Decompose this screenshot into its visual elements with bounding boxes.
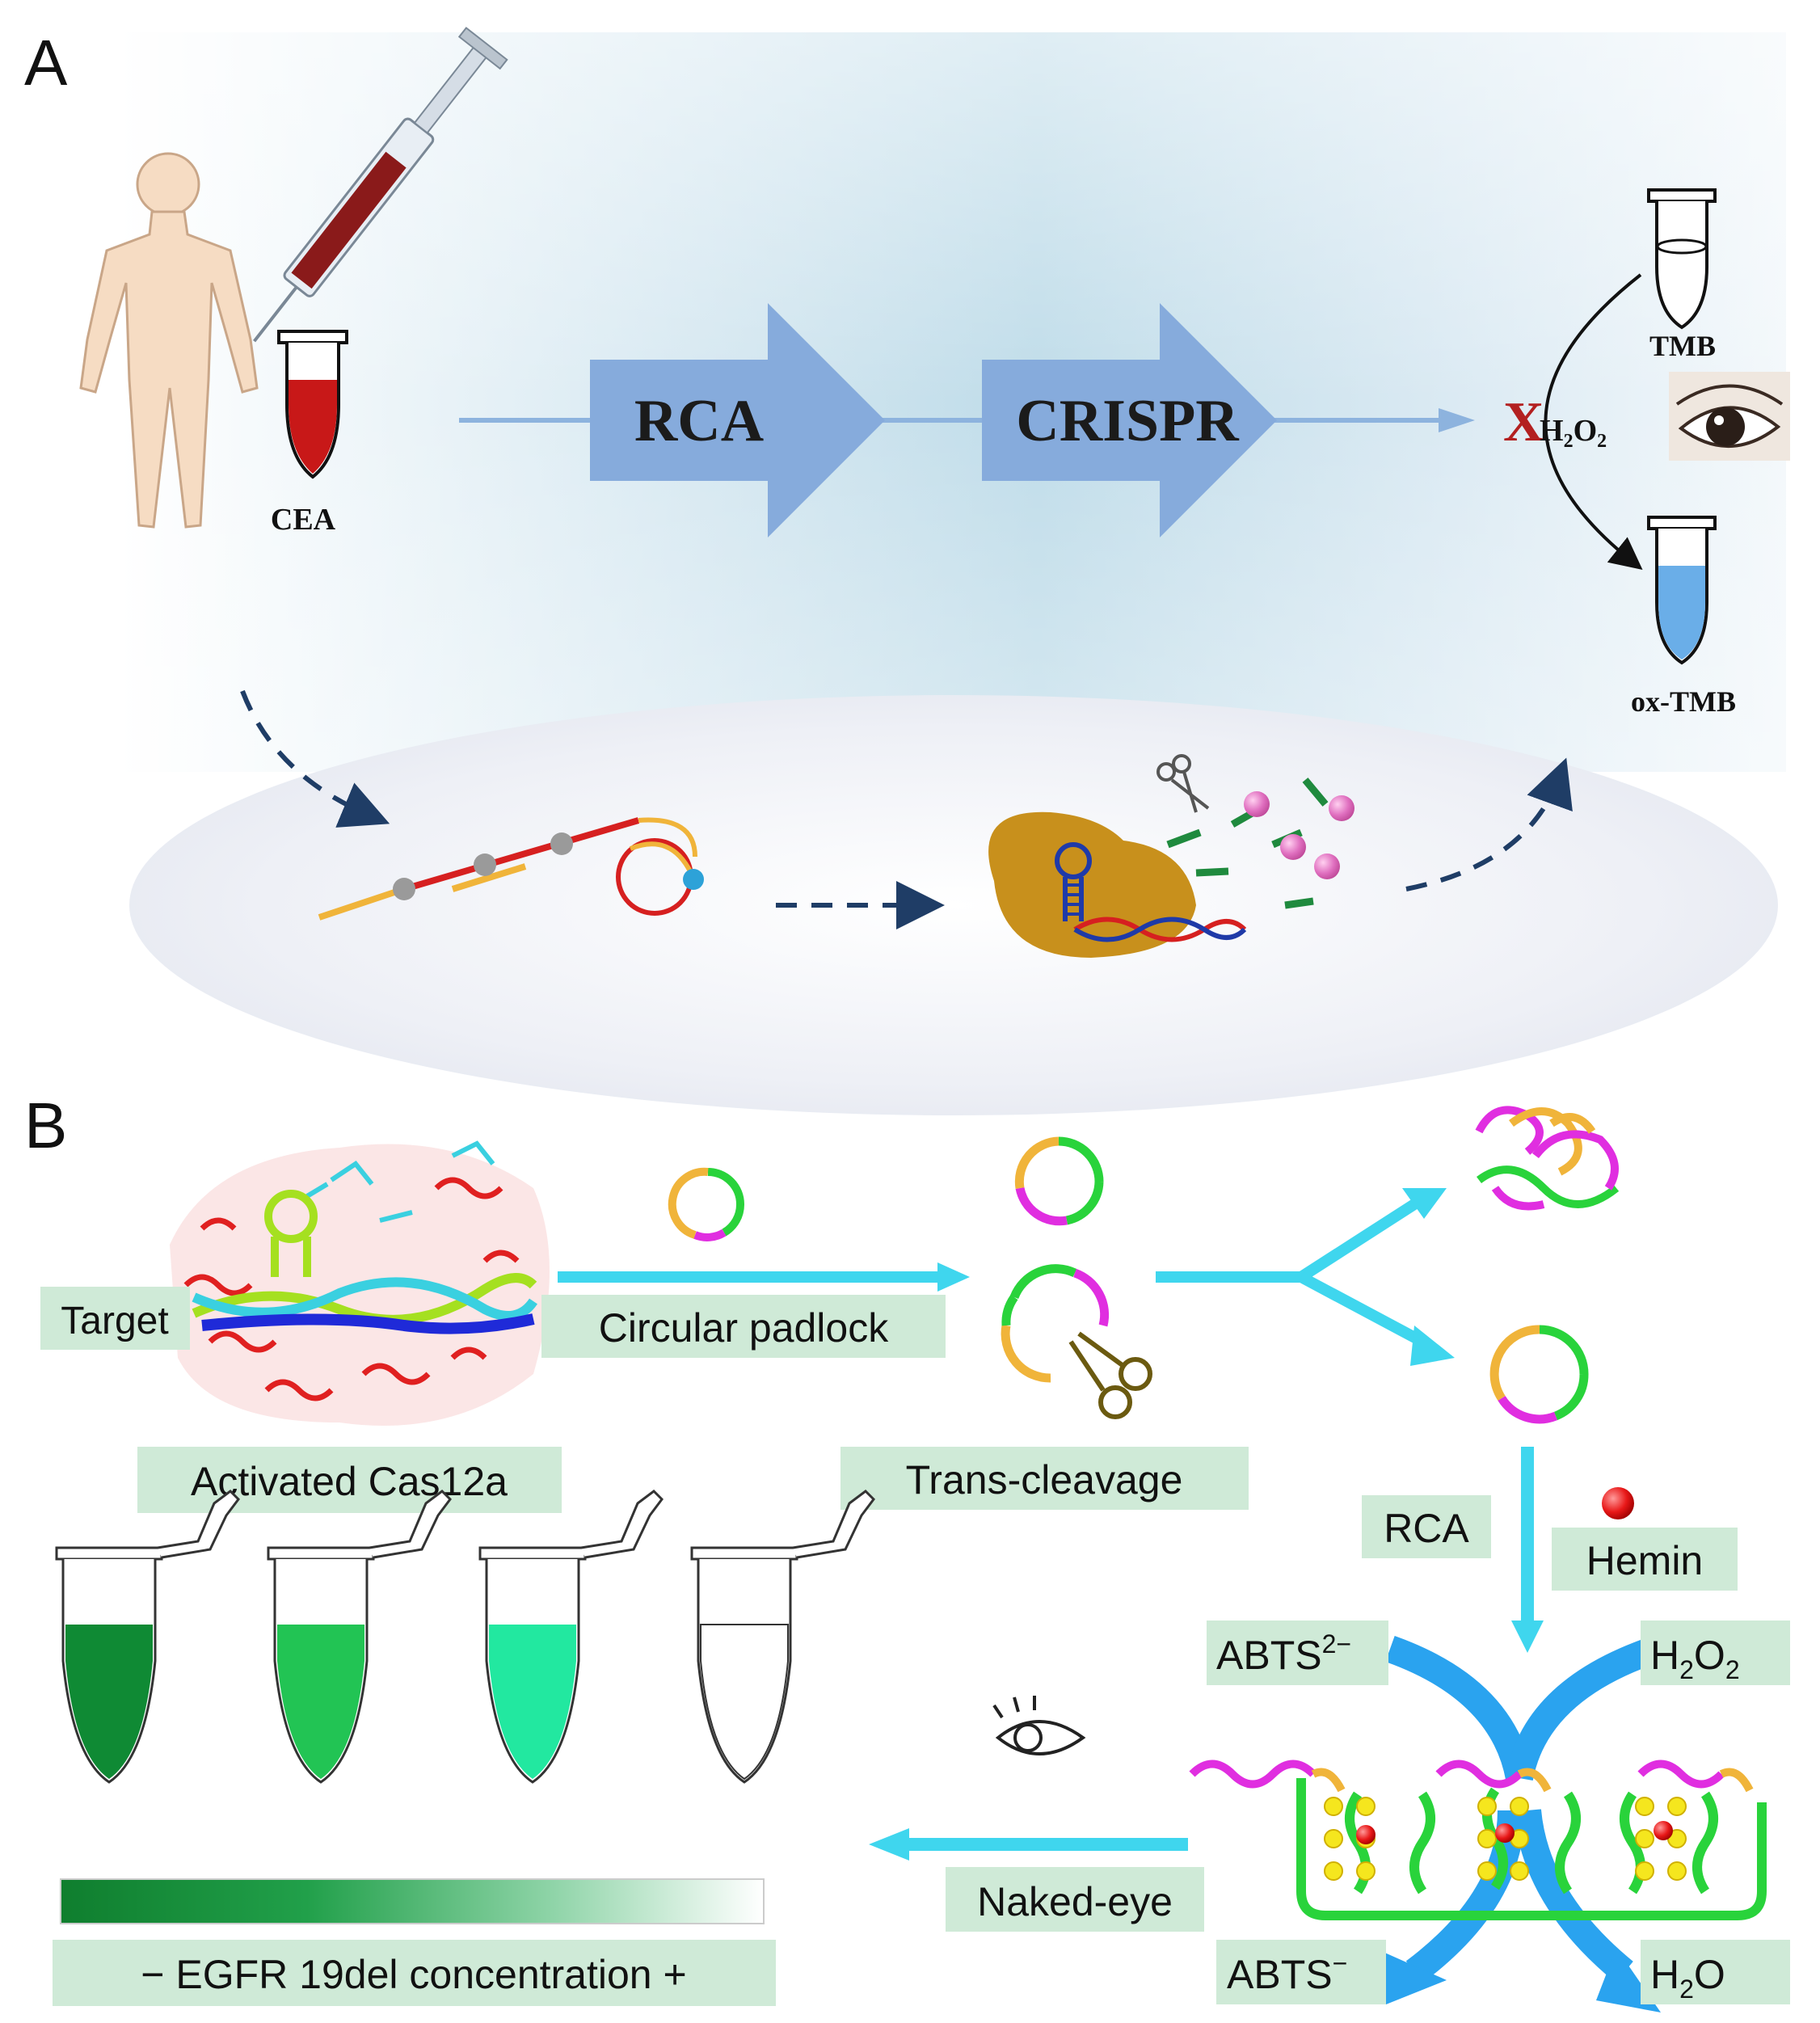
- result-tube-3: [478, 1490, 664, 1784]
- concentration-label-bg: [53, 1940, 776, 2006]
- result-tube-4: [690, 1490, 875, 1784]
- rca-label: RCA: [634, 388, 764, 454]
- padlock-circle-icon: [668, 1167, 745, 1241]
- tube-solution: [277, 1625, 364, 1779]
- panel-a: A CEA RCA CRISPR: [24, 27, 1790, 1115]
- h2o-label-bg: [1641, 1940, 1790, 2004]
- abts-label-bg: [1216, 1940, 1386, 2004]
- rca-product-tangle-icon: [1475, 1106, 1620, 1211]
- trans-label-bg: [840, 1447, 1249, 1510]
- h2o2-b-label-bg: [1641, 1621, 1790, 1685]
- dashed-arrow-1: [240, 689, 390, 828]
- scissors-icon: [1156, 754, 1210, 813]
- branch-arrow: [1156, 1199, 1426, 1347]
- eye-icon: [1669, 372, 1790, 461]
- scissors-cleave-icon: [1068, 1331, 1152, 1419]
- blocked-x-icon: X: [1503, 391, 1544, 453]
- tube-solution: [65, 1625, 153, 1779]
- human-body-icon: [79, 152, 259, 529]
- concentration-label: − EGFR 19del concentration +: [141, 1952, 686, 1997]
- panel-b: B: [24, 1089, 1790, 2012]
- cas12a-structure-icon: [170, 1140, 550, 1426]
- tmb-label: TMB: [1649, 330, 1716, 362]
- h2o-label: H2O: [1650, 1952, 1725, 2004]
- reaction-arrow: [1544, 273, 1643, 570]
- circular-padlock-label: Circular padlock: [599, 1305, 889, 1351]
- panel-b-letter: B: [24, 1089, 67, 1161]
- rca-strand-icon: [318, 817, 704, 921]
- h2o2-label-a: H2O2: [1540, 414, 1607, 452]
- h2o-product-arrow: [1514, 1809, 1633, 1983]
- tube-solution: [489, 1625, 576, 1779]
- crispr-block-arrow: CRISPR: [982, 303, 1277, 537]
- activated-cas12a-label: Activated Cas12a: [191, 1459, 508, 1504]
- cleaved-padlock-icon: [1001, 1264, 1110, 1383]
- syringe-icon: [253, 27, 508, 343]
- tmb-tube-icon: [1647, 188, 1717, 330]
- result-tube-2: [267, 1490, 452, 1784]
- rca-block-arrow: RCA: [590, 303, 885, 537]
- oxtmb-tube-icon: [1647, 516, 1717, 665]
- cleaved-fragments: [1166, 778, 1354, 909]
- hemin-label: Hemin: [1586, 1538, 1703, 1583]
- abts2-label-bg: [1207, 1621, 1388, 1685]
- hemin-ball-icon: [1602, 1487, 1634, 1519]
- naked-eye-label: Naked-eye: [977, 1879, 1173, 1924]
- mechanism-oval: [129, 695, 1778, 1115]
- cea-label: CEA: [271, 503, 336, 537]
- result-tube-1: [55, 1490, 240, 1784]
- naked-eye-icon: [992, 1696, 1086, 1755]
- dashed-arrow-3: [1405, 757, 1573, 891]
- oxtmb-label: ox-TMB: [1631, 685, 1736, 718]
- hemin-label-bg: [1552, 1528, 1738, 1591]
- concentration-gradient-bar: [60, 1878, 765, 1924]
- target-label-bg: [40, 1287, 190, 1350]
- panel-a-letter: A: [24, 27, 68, 99]
- dnazyme-array-icon: [1189, 1760, 1767, 1920]
- intact-padlock-icon: [1014, 1136, 1104, 1226]
- h2o2-arrow: [1506, 1635, 1662, 1781]
- protected-padlock-icon: [1489, 1325, 1589, 1424]
- abts2-label: ABTS2−: [1216, 1629, 1351, 1678]
- blood-tube-icon: [277, 330, 348, 479]
- rca-b-label-bg: [1362, 1495, 1491, 1558]
- rca-b-label: RCA: [1384, 1506, 1469, 1551]
- h2o2-b-label: H2O2: [1650, 1633, 1740, 1684]
- abts-label: ABTS−: [1227, 1949, 1347, 1997]
- padlock-label-bg: [541, 1295, 946, 1358]
- activated-label-bg: [137, 1447, 562, 1513]
- target-label: Target: [61, 1300, 168, 1342]
- tube-solution: [700, 1624, 789, 1781]
- cas-protein-icon: [988, 811, 1247, 958]
- trans-cleavage-label: Trans-cleavage: [906, 1457, 1183, 1502]
- result-tubes: [55, 1490, 875, 1784]
- naked-eye-label-bg: [946, 1867, 1204, 1932]
- abts2-arrow: [1385, 1635, 1533, 1781]
- crispr-label: CRISPR: [1016, 388, 1240, 454]
